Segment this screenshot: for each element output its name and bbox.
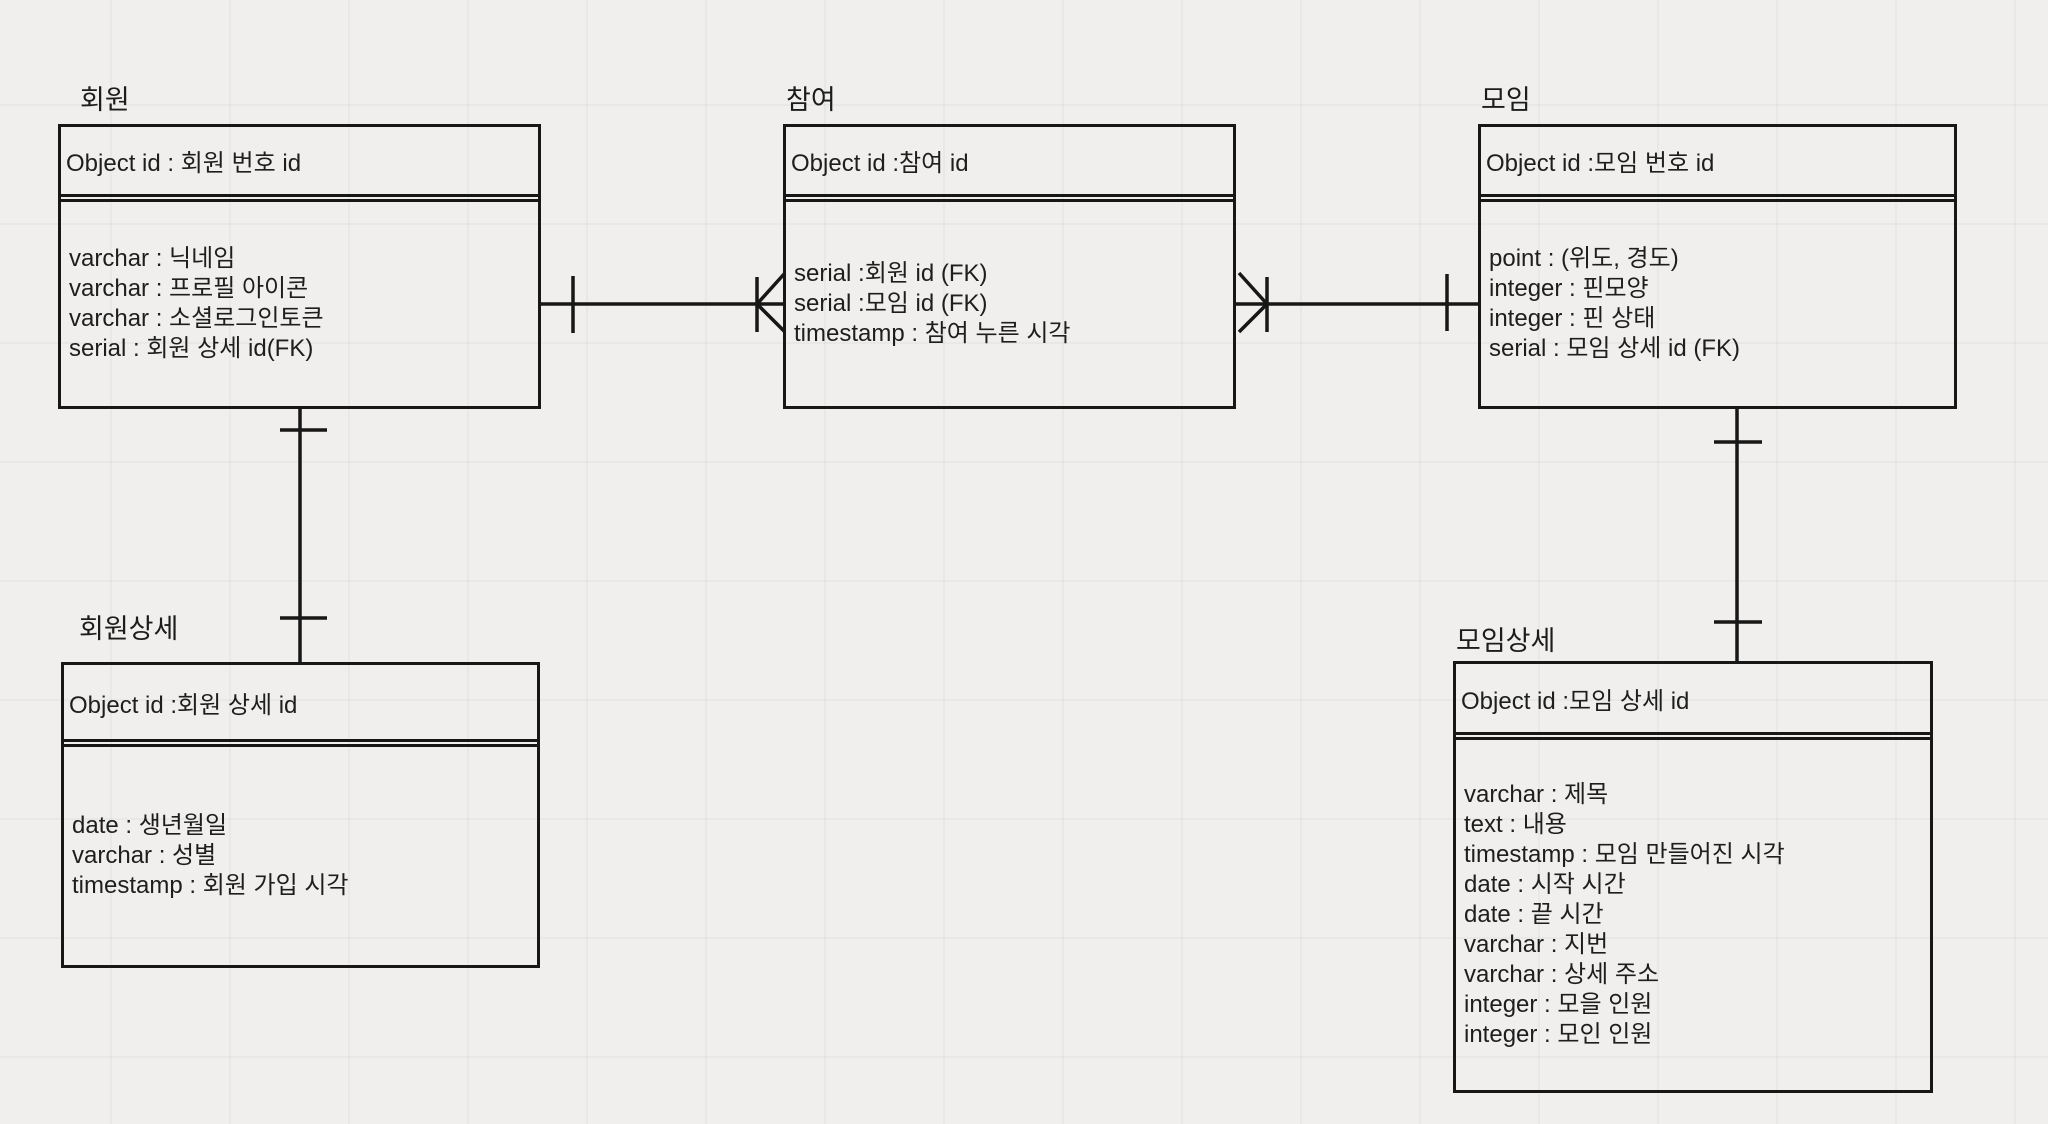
entity-attributes-participation: serial :회원 id (FK) serial :모임 id (FK) time… xyxy=(786,199,1233,406)
entity-attribute-row: serial :모임 id (FK) xyxy=(794,290,988,317)
entity-attribute-row: serial : 회원 상세 id(FK) xyxy=(69,335,314,362)
entity-attributes-meeting-detail: varchar : 제목 text : 내용 timestamp : 모임 만들어진… xyxy=(1456,737,1930,1090)
entity-attribute-row: integer : 모인 인원 xyxy=(1464,1021,1653,1048)
entity-attribute-row: integer : 모을 인원 xyxy=(1464,991,1653,1018)
relationship-meeting-meetingdetail[interactable] xyxy=(1714,407,1762,663)
entity-header-member-detail: Object id :회원 상세 id xyxy=(64,665,537,742)
crows-foot-prong xyxy=(1237,271,1269,306)
entity-primary-key-member: Object id : 회원 번호 id xyxy=(66,150,302,177)
entity-header-meeting: Object id :모임 번호 id xyxy=(1481,127,1954,197)
entity-title-member[interactable]: 회원 xyxy=(80,85,130,115)
entity-attributes-meeting: point : (위도, 경도) integer : 핀모양 integer : 핀… xyxy=(1481,199,1954,406)
entity-title-meeting-detail[interactable]: 모임상세 xyxy=(1456,626,1556,656)
entity-attribute-row: date : 시작 시간 xyxy=(1464,871,1626,898)
entity-attribute-row: date : 끝 시간 xyxy=(1464,901,1604,928)
entity-attribute-row: serial : 모임 상세 id (FK) xyxy=(1489,335,1741,362)
entity-primary-key-meeting: Object id :모임 번호 id xyxy=(1486,150,1715,177)
crows-foot-prong xyxy=(1237,302,1269,334)
entity-attributes-member-detail: date : 생년월일 varchar : 성별 timestamp : 회원 가입… xyxy=(64,744,537,965)
entity-attributes-member: varchar : 닉네임 varchar : 프로필 아이콘 varchar : … xyxy=(61,199,538,406)
relationship-participation-meeting[interactable] xyxy=(1233,271,1481,334)
entity-attribute-row: varchar : 제목 xyxy=(1464,781,1609,808)
entity-header-member: Object id : 회원 번호 id xyxy=(61,127,538,197)
entity-attribute-row: integer : 핀 상태 xyxy=(1489,305,1656,332)
entity-attribute-row: varchar : 닉네임 xyxy=(69,245,236,272)
entity-box-member-detail[interactable]: 회원상세 Object id :회원 상세 id date : 생년월일 varc… xyxy=(61,614,540,968)
entity-attribute-row: varchar : 지번 xyxy=(1464,931,1609,958)
entity-title-member-detail[interactable]: 회원상세 xyxy=(79,614,179,644)
entity-attribute-row: varchar : 소셜로그인토큰 xyxy=(69,305,324,332)
entity-attribute-row: varchar : 성별 xyxy=(72,842,217,869)
entity-box-meeting-detail[interactable]: 모임상세 Object id :모임 상세 id varchar : 제목 tex… xyxy=(1453,626,1933,1093)
entity-header-participation: Object id :참여 id xyxy=(786,127,1233,197)
entity-attribute-row: timestamp : 참여 누른 시각 xyxy=(794,320,1071,347)
entity-primary-key-member-detail: Object id :회원 상세 id xyxy=(69,691,298,719)
entity-primary-key-participation: Object id :참여 id xyxy=(791,150,969,177)
crows-foot-prong xyxy=(755,271,787,306)
entity-attribute-row: text : 내용 xyxy=(1464,811,1567,838)
entity-attribute-row: varchar : 프로필 아이콘 xyxy=(69,275,309,302)
entity-primary-key-meeting-detail: Object id :모임 상세 id xyxy=(1461,687,1690,715)
entity-title-participation[interactable]: 참여 xyxy=(786,85,836,115)
entity-attribute-row: date : 생년월일 xyxy=(72,812,228,839)
relationship-member-memberdetail[interactable] xyxy=(280,407,327,664)
entity-attribute-row: varchar : 상세 주소 xyxy=(1464,961,1660,988)
entity-attribute-row: serial :회원 id (FK) xyxy=(794,260,988,287)
entity-attribute-row: timestamp : 모임 만들어진 시각 xyxy=(1464,841,1785,868)
entity-attribute-row: point : (위도, 경도) xyxy=(1489,245,1679,272)
entity-attribute-row: timestamp : 회원 가입 시각 xyxy=(72,872,349,899)
relationship-member-participation[interactable] xyxy=(541,271,787,334)
entity-attribute-row: integer : 핀모양 xyxy=(1489,275,1649,302)
entity-header-meeting-detail: Object id :모임 상세 id xyxy=(1456,664,1930,735)
entity-box-participation[interactable]: 참여 Object id :참여 id serial :회원 id (FK)se… xyxy=(783,85,1236,409)
crows-foot-prong xyxy=(755,302,787,334)
entity-title-meeting[interactable]: 모임 xyxy=(1481,85,1531,115)
entity-box-meeting[interactable]: 모임 Object id :모임 번호 id point : (위도, 경도) i… xyxy=(1478,85,1957,409)
